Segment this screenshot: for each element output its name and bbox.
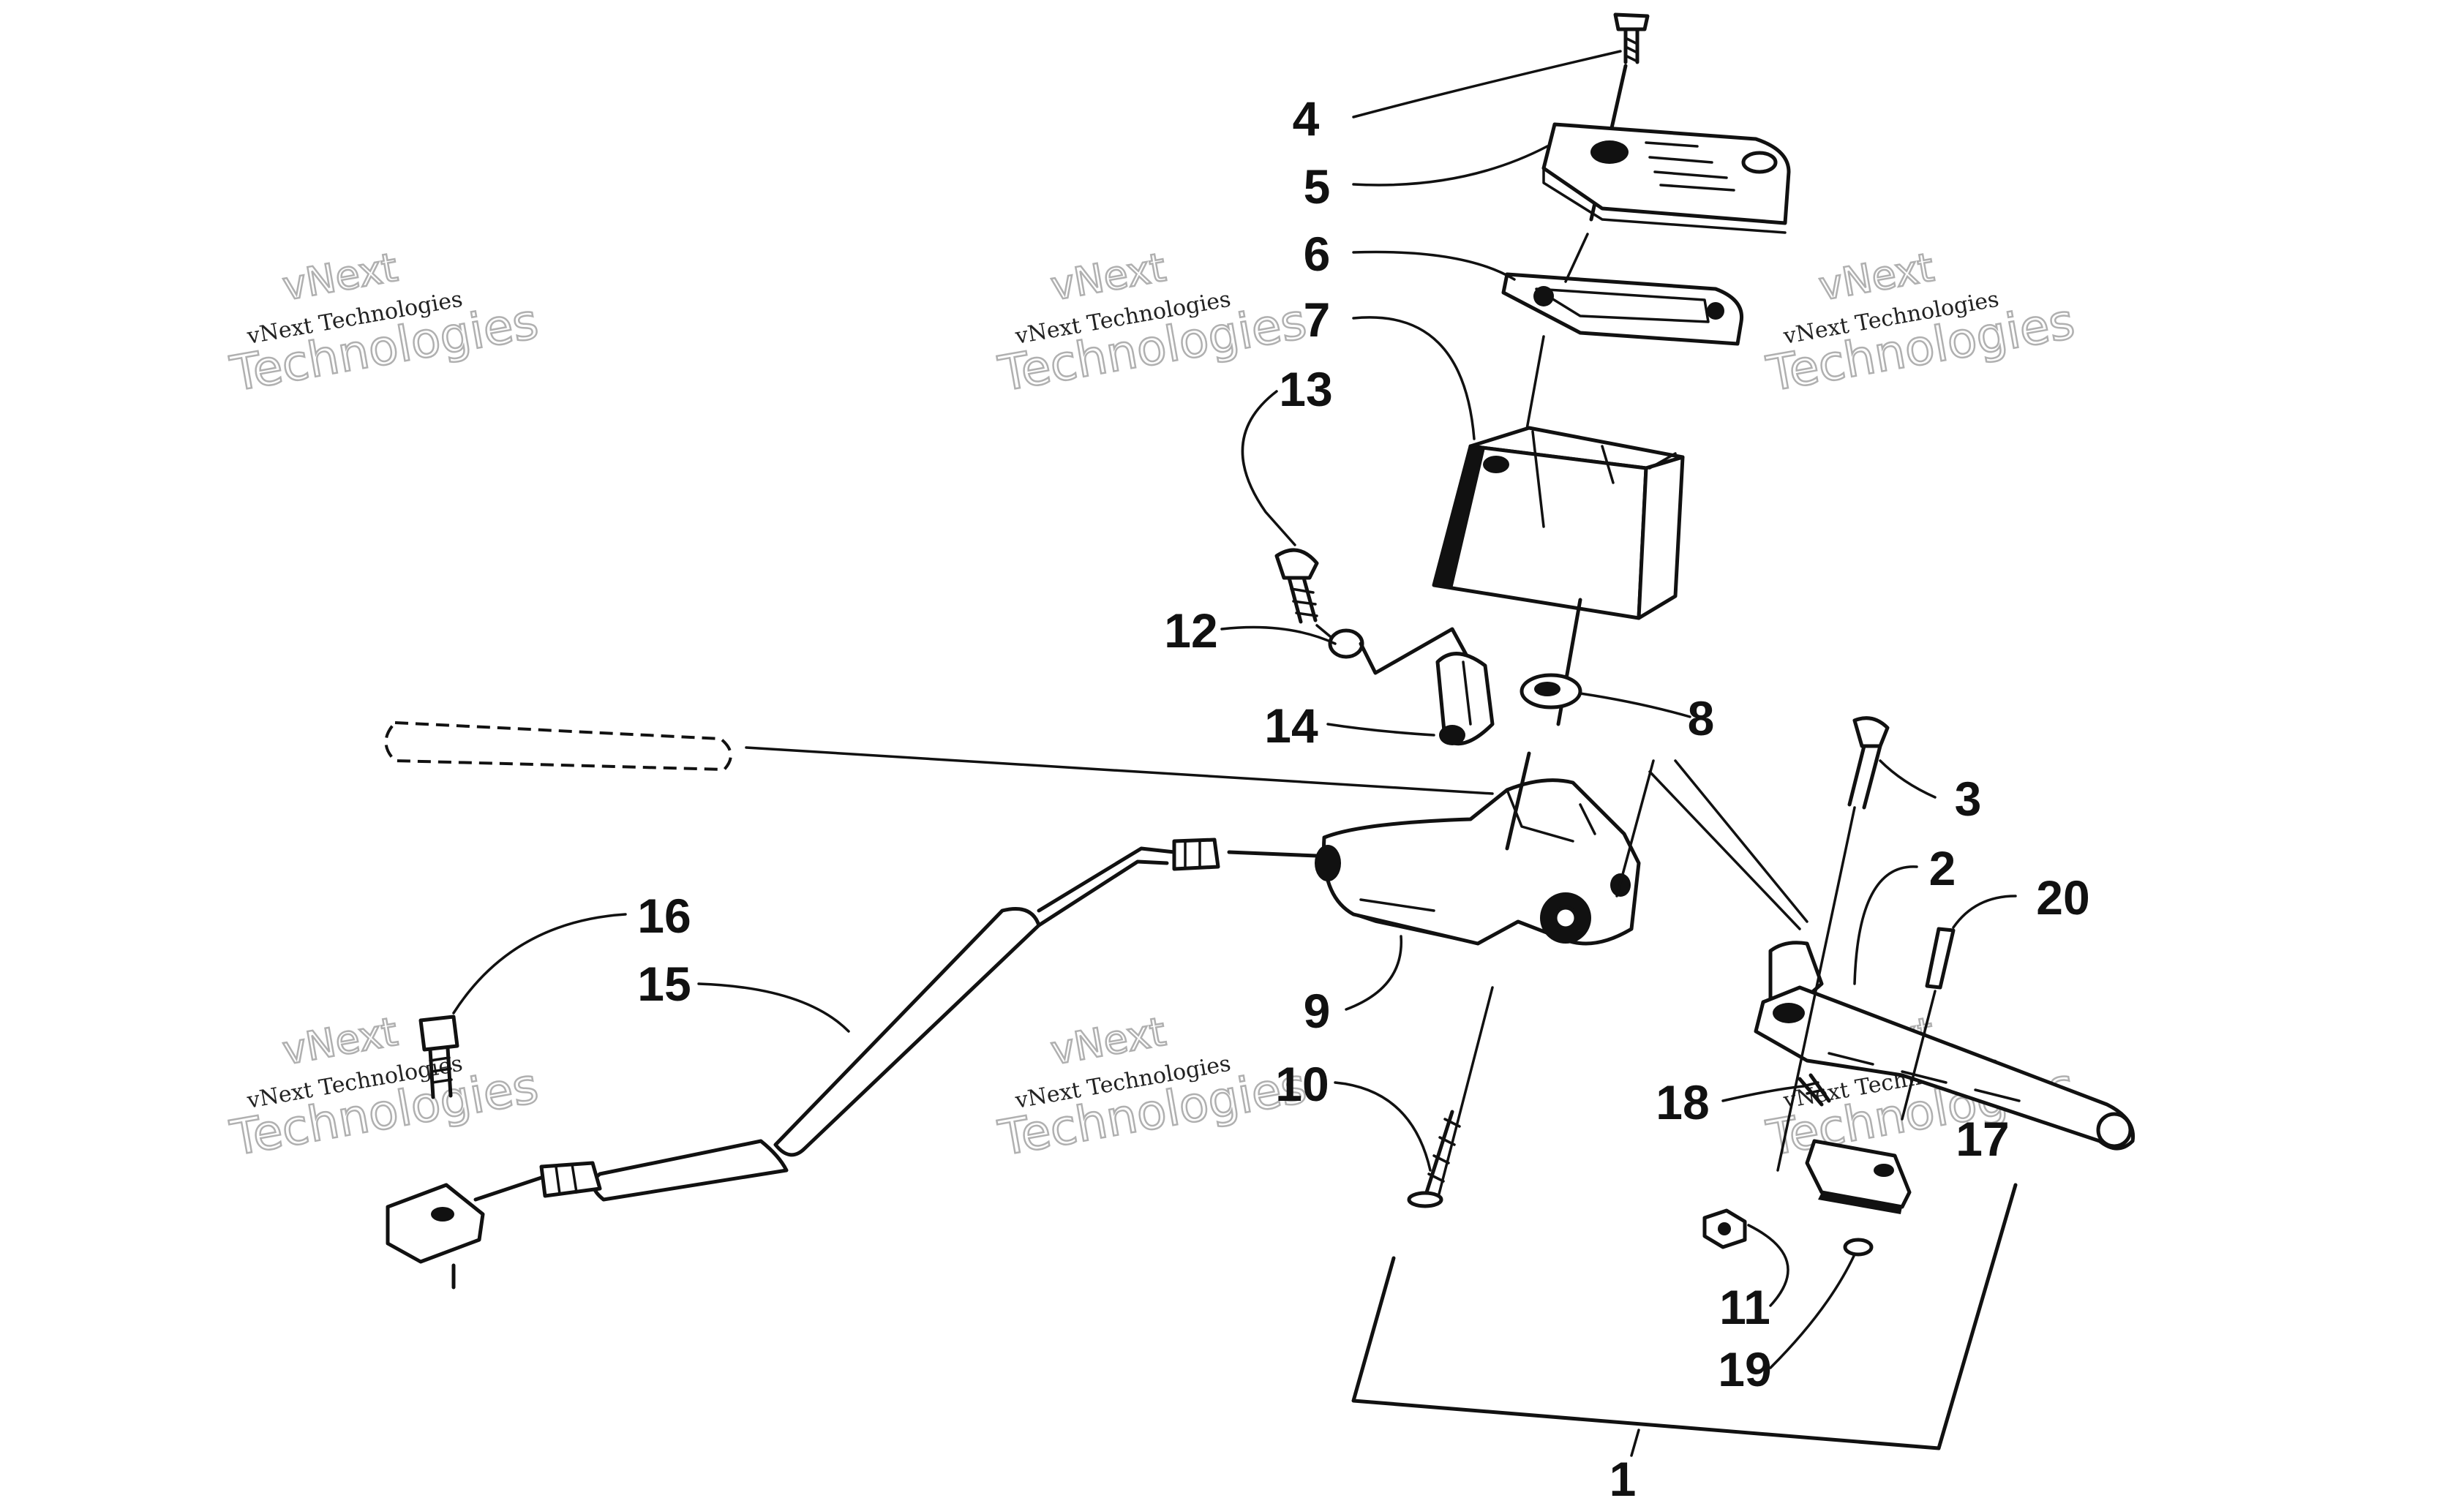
part-17-block [1805,1139,1912,1214]
callout-3: 3 [1955,772,1982,826]
leader-15 [697,982,850,1033]
leader-7 [1352,316,1476,440]
leader-5 [1352,145,1549,187]
handlebar [384,720,1494,795]
leader-3 [1879,759,1937,799]
callout-20: 20 [2036,870,2089,925]
callout-13: 13 [1279,362,1332,416]
part-13-screw [1274,548,1340,645]
leader-19 [1769,1253,1856,1369]
callout-15: 15 [637,957,691,1011]
callout-17: 17 [1956,1112,2009,1166]
callout-19: 19 [1718,1342,1771,1396]
callout-16: 16 [637,889,691,943]
watermark-top-left: vNext vNext Technologies Technologies [225,243,543,403]
callout-6: 6 [1304,227,1331,281]
callout-12: 12 [1164,603,1217,658]
leader-18 [1721,1085,1805,1102]
callout-8: 8 [1688,691,1715,745]
assembly-line-bracket [1615,759,1801,930]
part-12-clip [1328,627,1476,675]
leader-12 [1220,625,1337,645]
watermark-bottom-left: vNext vNext Technologies Technologies [225,1007,543,1167]
leader-11 [1747,1224,1789,1307]
part-14-clamp [1435,652,1495,746]
callouts: 4 5 6 7 13 12 14 8 9 10 16 15 3 2 20 18 … [637,91,2089,1498]
leader-10 [1334,1081,1432,1172]
leader-9 [1345,935,1403,1011]
callout-4: 4 [1293,91,1320,146]
leader-4 [1352,50,1622,118]
leader-14 [1326,723,1435,737]
part-1-assembly-bracket [1351,1183,2018,1450]
callout-10: 10 [1275,1057,1329,1111]
part-19-washer [1843,1238,1874,1257]
part-15-brake-hose [473,838,1319,1202]
watermark-bottom-center: vNext vNext Technologies Technologies [994,1007,1311,1167]
callout-5: 5 [1304,159,1331,214]
part-10-screw [1407,986,1494,1208]
part-5-cover [1541,122,1791,234]
watermark-top-right: vNext vNext Technologies Technologies [1762,243,2079,403]
watermark-top-center: vNext vNext Technologies Technologies [994,243,1311,403]
part-8-washer [1520,673,1582,710]
part-16-bolt [386,1015,485,1290]
part-2-lever [1674,759,2136,1151]
leader-lines [452,50,2017,1457]
part-20-pin [1901,927,1956,1121]
callout-9: 9 [1304,984,1331,1038]
part-18-spring [1798,1073,1831,1107]
leader-2 [1853,865,1918,985]
leader-1 [1630,1429,1640,1457]
parts-artwork [384,12,2136,1450]
callout-14: 14 [1264,699,1318,753]
part-11-nut [1702,1208,1747,1249]
part-9-master-cylinder [1315,751,1641,946]
part-6-diaphragm [1501,272,1744,346]
callout-18: 18 [1656,1075,1709,1129]
callout-2: 2 [1929,841,1956,895]
leader-13 [1241,390,1296,546]
leader-8 [1579,692,1691,718]
leader-20 [1952,895,2017,929]
leader-6 [1352,250,1516,281]
callout-11: 11 [1719,1280,1770,1334]
assembly-line-cover [1520,233,1589,459]
leader-16 [452,913,627,1015]
part-7-reservoir [1432,426,1685,726]
callout-1: 1 [1610,1452,1637,1498]
callout-7: 7 [1304,293,1331,347]
part-3-bolt [1776,716,1890,1172]
